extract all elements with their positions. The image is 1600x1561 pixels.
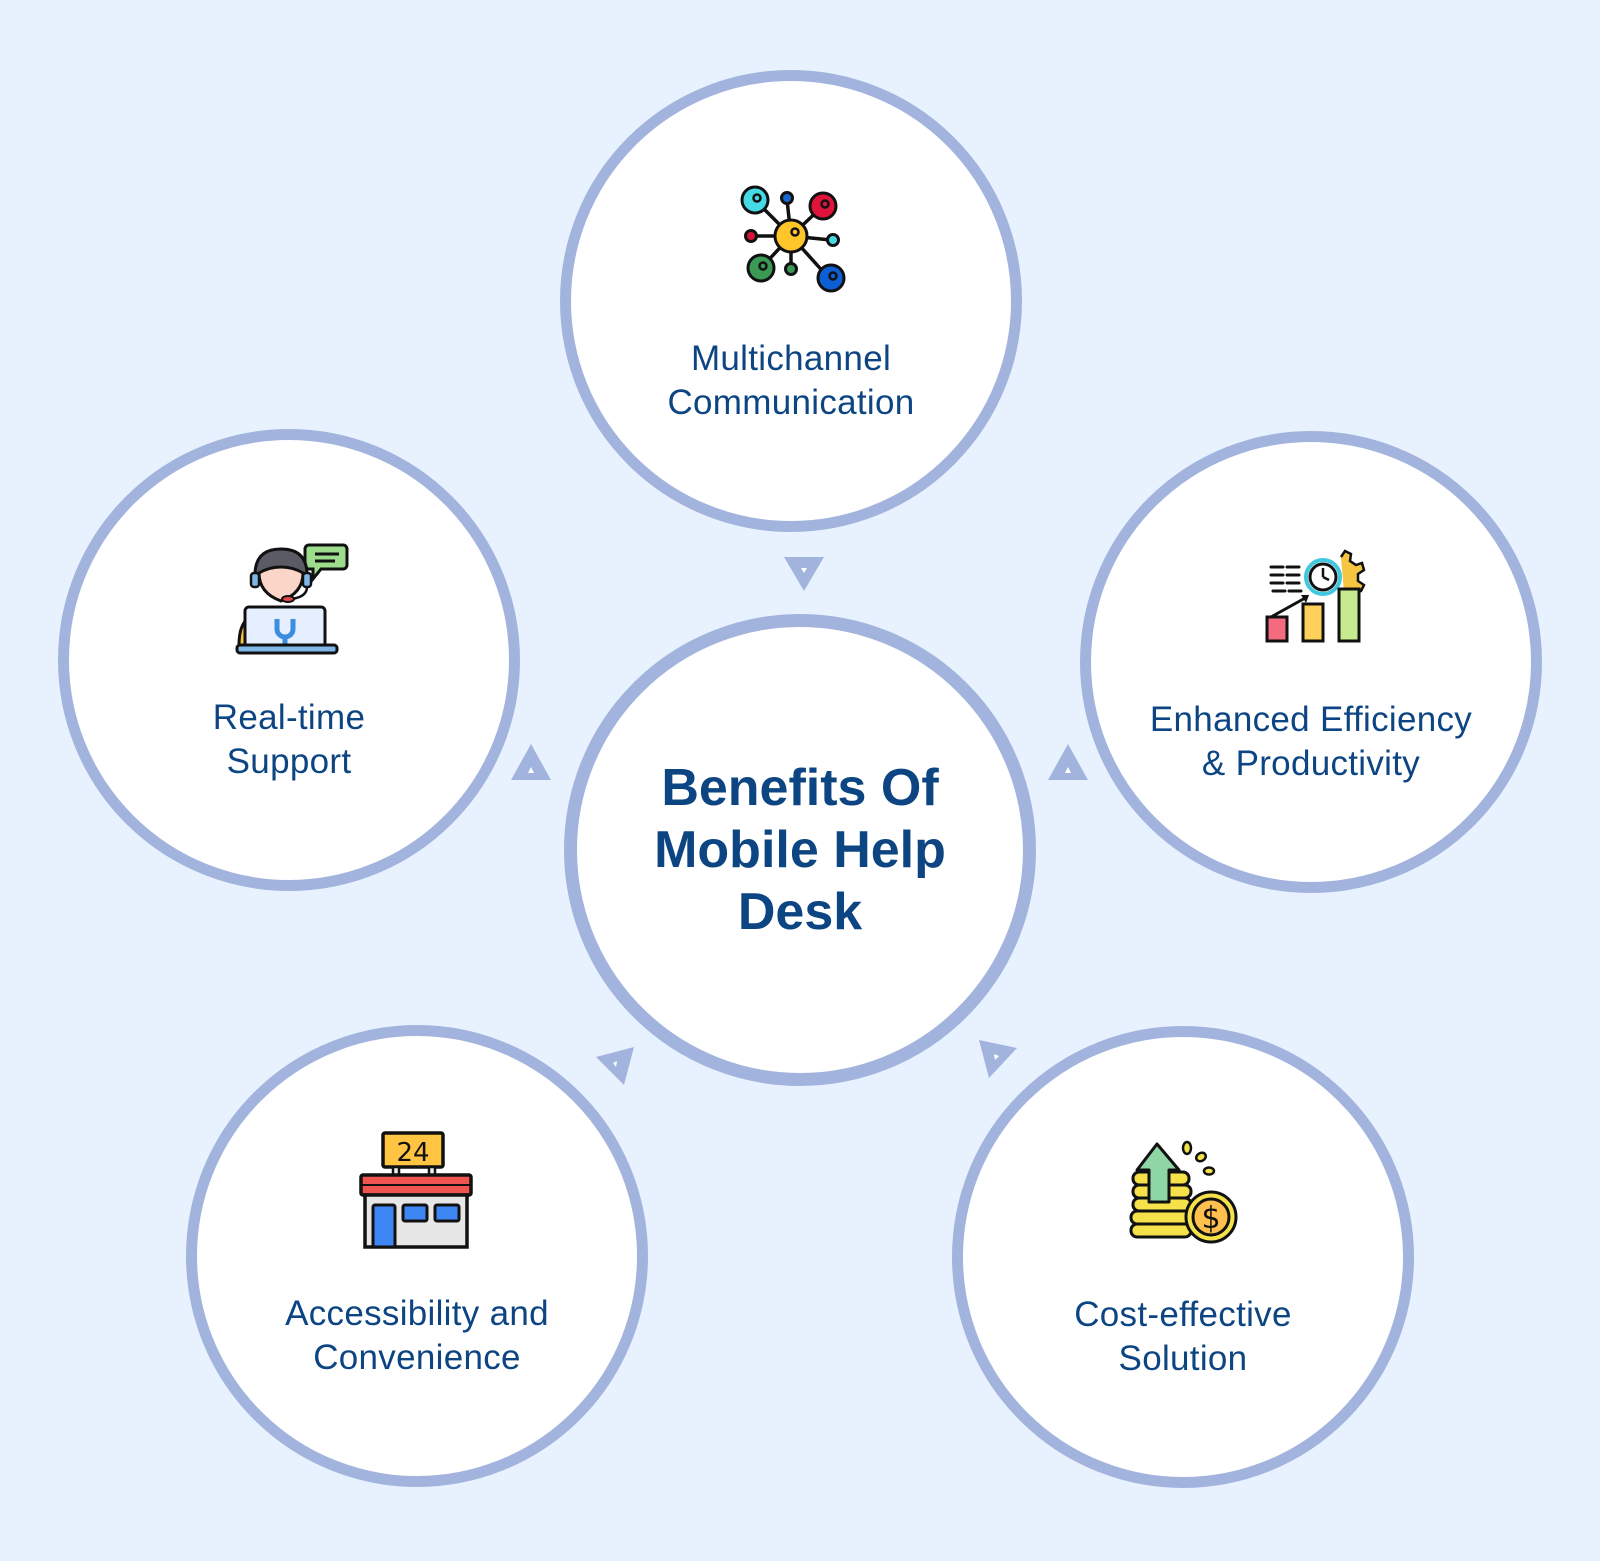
- svg-text:$: $: [1201, 1201, 1220, 1236]
- arrow-left-to-hub-icon: [511, 744, 551, 780]
- benefit-label: Enhanced Efficiency & Productivity: [1091, 698, 1531, 786]
- benefit-label: Real-time Support: [69, 696, 509, 784]
- coins-growth-icon: $: [1123, 1132, 1243, 1252]
- label-line-1: Accessibility and: [285, 1294, 549, 1333]
- support-agent-icon: [229, 535, 349, 655]
- title-line-1: Benefits Of: [661, 759, 939, 817]
- label-line-1: Cost-effective: [1074, 1295, 1292, 1334]
- title-line-2: Mobile Help: [654, 821, 946, 879]
- network-nodes-icon: [731, 176, 851, 296]
- title-line-3: Desk: [737, 883, 863, 941]
- benefit-label: Cost-effective Solution: [963, 1293, 1403, 1381]
- productivity-chart-icon: [1251, 537, 1371, 657]
- label-line-2: Solution: [1118, 1339, 1248, 1378]
- benefit-multichannel-communication: Multichannel Communication: [560, 70, 1022, 532]
- benefit-real-time-support: Real-time Support: [58, 429, 520, 891]
- label-line-2: & Productivity: [1201, 744, 1421, 783]
- arrow-top-to-hub-icon: [784, 557, 824, 591]
- benefit-accessibility: 24 Accessibility and Convenience: [186, 1025, 648, 1487]
- label-line-2: Support: [226, 742, 352, 781]
- benefit-label: Accessibility and Convenience: [197, 1292, 637, 1380]
- label-line-2: Communication: [667, 383, 915, 422]
- 24h-store-icon: 24: [357, 1131, 477, 1251]
- arrow-right-to-hub-icon: [1048, 744, 1088, 780]
- label-line-1: Enhanced Efficiency: [1149, 700, 1473, 739]
- benefit-label: Multichannel Communication: [571, 337, 1011, 425]
- label-line-1: Multichannel: [690, 339, 892, 378]
- arrow-bottom-left-to-hub-icon: [596, 1047, 634, 1085]
- svg-text:24: 24: [396, 1138, 429, 1168]
- diagram-title: Benefits Of Mobile Help Desk: [630, 757, 970, 943]
- benefit-cost-effective: $ Cost-effective Solution: [952, 1026, 1414, 1488]
- benefit-enhanced-efficiency: Enhanced Efficiency & Productivity: [1080, 431, 1542, 893]
- central-hub: Benefits Of Mobile Help Desk: [564, 614, 1036, 1086]
- label-line-1: Real-time: [212, 698, 366, 737]
- label-line-2: Convenience: [313, 1338, 521, 1377]
- arrow-bottom-right-to-hub-icon: [979, 1040, 1017, 1078]
